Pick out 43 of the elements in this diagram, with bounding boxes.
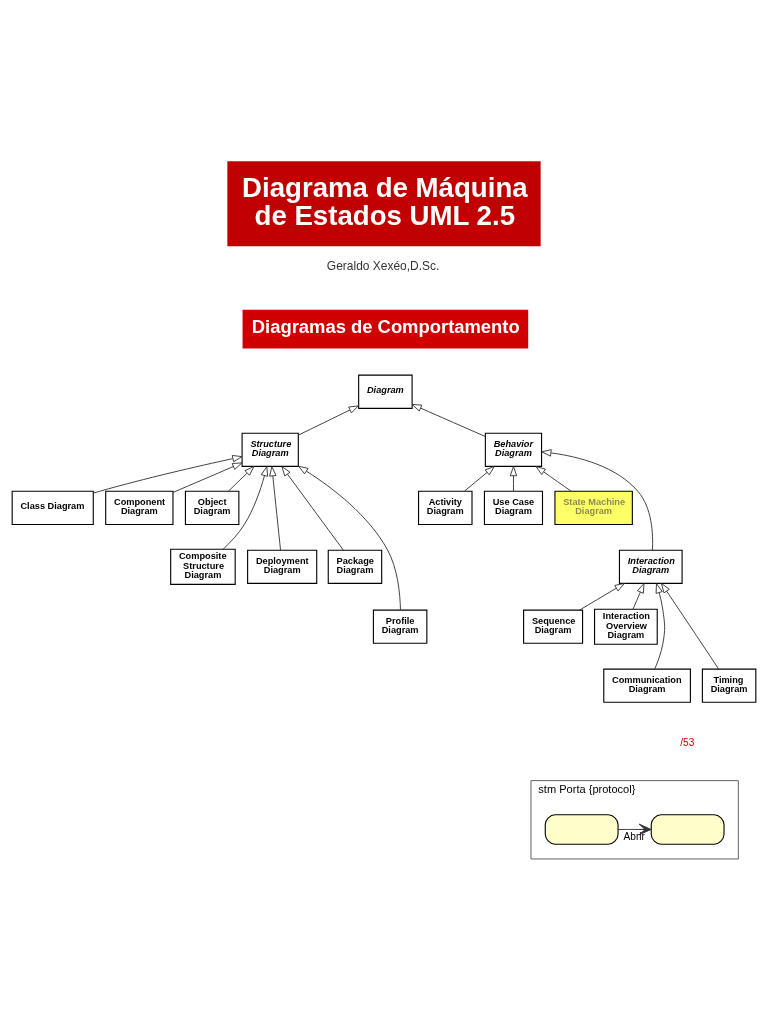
node-box: Communication Diagram [603, 668, 691, 703]
node-box: Object Diagram [184, 490, 240, 525]
label: Geraldo Xexéo,D.Sc. [326, 258, 440, 273]
arrow [541, 449, 654, 551]
arrow [579, 583, 625, 611]
node-box: Interaction Diagram [618, 549, 683, 584]
node-box: Sequence Diagram [523, 609, 584, 644]
arrow [228, 466, 255, 492]
label: /53 [680, 737, 695, 749]
arrow [297, 405, 359, 436]
arrow [661, 583, 720, 670]
node-box: Component Diagram [105, 490, 174, 525]
node-box: Profile Diagram [372, 609, 428, 644]
node-box: Deployment Diagram [247, 549, 318, 584]
edge-label: Abrir [623, 831, 645, 843]
arrow [92, 455, 243, 494]
node-box: Behavior Diagram [484, 432, 543, 467]
node-box: State Machine Diagram [554, 490, 633, 525]
arrow [222, 466, 269, 550]
diagram-title: Diagrama de Máquina de Estados UML 2.5 [242, 172, 528, 231]
node-box [544, 814, 619, 845]
arrow [632, 583, 645, 610]
arrow [269, 466, 281, 551]
arrow [464, 466, 495, 492]
arrow [617, 823, 652, 836]
arrow [298, 465, 401, 611]
arrow [509, 466, 518, 492]
node-box: Structure Diagram [241, 432, 299, 467]
arrow [281, 466, 344, 551]
arrow [172, 462, 243, 493]
arrow [654, 583, 666, 670]
node-box: Class Diagram [11, 490, 94, 525]
node-box: Package Diagram [327, 549, 383, 584]
node-box: Interaction Overview Diagram [594, 608, 658, 645]
arrow [411, 403, 486, 437]
arrow [535, 466, 572, 492]
node-box: Use Case Diagram [483, 490, 544, 525]
node-box: Timing Diagram [701, 668, 757, 703]
node-box: Composite Structure Diagram [170, 548, 236, 585]
node-box [650, 814, 725, 845]
node-box: Diagram [358, 374, 413, 409]
label: Diagramas de Comportamento [251, 315, 520, 337]
node-box: Activity Diagram [418, 490, 473, 525]
